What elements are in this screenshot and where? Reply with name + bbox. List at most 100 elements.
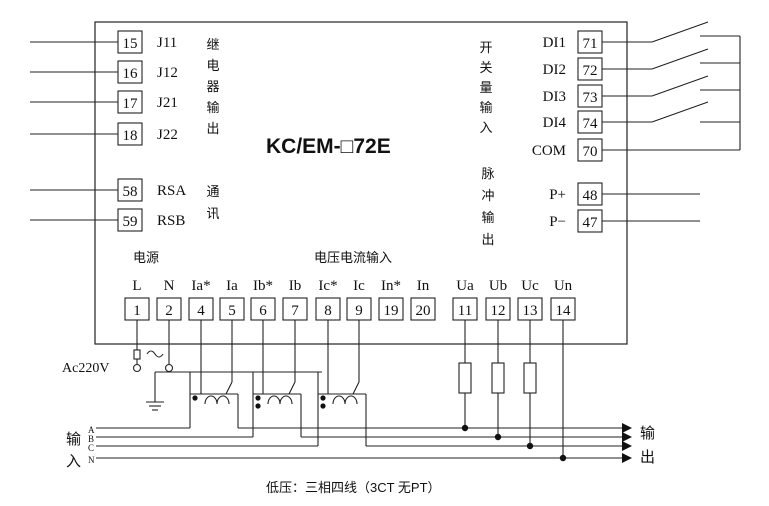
- vertical-label-char: 出: [206, 121, 219, 136]
- phase-letter: A: [88, 425, 95, 435]
- terminal-number: 15: [123, 36, 138, 52]
- terminal-number: 6: [259, 303, 267, 319]
- terminal-label: J11: [157, 35, 177, 51]
- terminal-label: DI3: [543, 89, 566, 105]
- vertical-label-char: 出: [481, 232, 494, 247]
- vertical-label-char: 继: [206, 37, 219, 52]
- vertical-label-char: 入: [479, 120, 492, 135]
- terminal-number: 20: [416, 303, 431, 319]
- terminal-number: 13: [523, 303, 538, 319]
- terminal-box: [117, 30, 143, 54]
- terminal-number: 2: [165, 303, 173, 319]
- terminal-label: Ua: [456, 278, 474, 294]
- terminal-box: [117, 208, 143, 232]
- terminal-number: 1: [133, 303, 141, 319]
- terminal-label: Ic: [353, 278, 365, 294]
- vertical-label-char: 输: [481, 210, 494, 225]
- phase-letter: B: [88, 434, 94, 444]
- terminal-number: 7: [291, 303, 299, 319]
- terminal-label: Ib: [289, 278, 302, 294]
- terminal-label: Ia: [226, 278, 238, 294]
- vi-input-label: 电压电流输入: [314, 250, 392, 265]
- terminal-label: RSB: [157, 213, 185, 229]
- terminal-number: 58: [123, 184, 138, 200]
- terminal-number: 59: [123, 214, 138, 230]
- terminal-label: DI1: [543, 35, 566, 51]
- vertical-label-char: 讯: [206, 206, 219, 221]
- vertical-label-char: 输: [206, 100, 219, 115]
- bus-lines: [96, 427, 622, 459]
- terminal-number: 8: [324, 303, 332, 319]
- power-label: 电源: [133, 250, 159, 265]
- vertical-label-char: 量: [479, 80, 492, 95]
- terminal-number: 17: [123, 96, 139, 112]
- phase-letter: N: [88, 455, 95, 465]
- terminal-label: N: [164, 278, 175, 294]
- comm-label: 通讯: [206, 184, 219, 221]
- input-side-char-2: 入: [66, 453, 81, 470]
- terminal-label: RSA: [157, 183, 186, 199]
- phase-letter: C: [88, 443, 94, 453]
- terminal-box: [378, 297, 404, 321]
- terminal-label: Un: [554, 278, 573, 294]
- caption: 低压：三相四线（3CT 无PT）: [266, 480, 441, 495]
- terminal-number: 5: [228, 303, 236, 319]
- terminal-box: [117, 60, 143, 84]
- terminal-box: [117, 178, 143, 202]
- terminal-label: J21: [157, 95, 178, 111]
- terminal-number: 16: [123, 66, 139, 82]
- terminal-number: 4: [197, 303, 205, 319]
- terminal-label: P+: [549, 187, 566, 203]
- terminal-number: 11: [458, 303, 472, 319]
- terminal-label: J22: [157, 127, 178, 143]
- terminal-number: 9: [355, 303, 363, 319]
- terminal-label: Ib*: [253, 278, 273, 294]
- terminal-label: Ic*: [318, 278, 337, 294]
- bottom-terminal-group: 1L2N4Ia*5Ia6Ib*7Ib8Ic*9Ic19In*20In11Ua12…: [124, 278, 576, 321]
- terminal-number: 72: [583, 63, 598, 79]
- terminal-label: COM: [532, 143, 566, 159]
- terminal-label: In*: [381, 278, 401, 294]
- input-side-char-1: 输: [66, 431, 81, 448]
- vertical-label-char: 器: [206, 79, 219, 94]
- vertical-label-char: 电: [206, 58, 219, 73]
- terminal-label: DI2: [543, 62, 566, 78]
- terminal-label: Ub: [489, 278, 507, 294]
- di-switch-contacts: [602, 21, 741, 222]
- output-side-char-2: 出: [640, 449, 655, 466]
- terminal-label: L: [132, 278, 141, 294]
- terminal-box: [117, 90, 143, 114]
- terminal-box: [117, 122, 143, 146]
- terminal-label: J12: [157, 65, 178, 81]
- terminal-number: 74: [583, 116, 599, 132]
- terminal-number: 14: [556, 303, 572, 319]
- terminal-number: 48: [583, 188, 598, 204]
- power-wiring: [132, 320, 174, 373]
- vertical-label-char: 关: [479, 60, 492, 75]
- bus-junctions: [461, 424, 567, 462]
- vertical-label-char: 开: [479, 40, 492, 55]
- terminal-label: In: [417, 278, 430, 294]
- ct-wiring: [146, 320, 367, 446]
- terminal-label: Ia*: [191, 278, 210, 294]
- terminal-label: Uc: [521, 278, 539, 294]
- terminal-number: 73: [583, 90, 598, 106]
- terminal-number: 71: [583, 36, 598, 52]
- device-outline: [94, 21, 628, 345]
- vertical-label-char: 脉: [481, 166, 494, 181]
- terminal-number: 19: [384, 303, 399, 319]
- bus-arrows: [622, 423, 632, 463]
- terminal-number: 47: [583, 215, 599, 231]
- vertical-label-char: 冲: [481, 188, 494, 203]
- vertical-label-char: 输: [479, 100, 492, 115]
- terminal-number: 70: [583, 144, 598, 160]
- model-title: KC/EM-□72E: [266, 135, 391, 158]
- supply-label: Ac220V: [62, 361, 109, 376]
- terminal-box: [410, 297, 436, 321]
